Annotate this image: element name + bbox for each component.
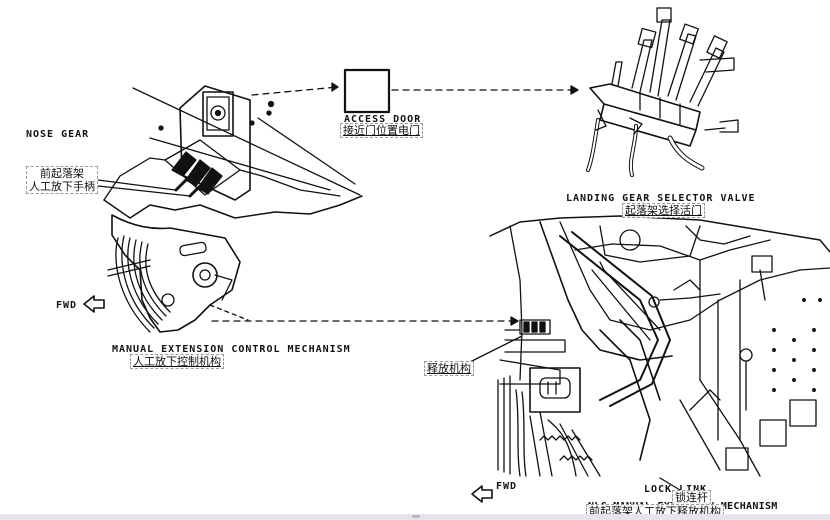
label-fwd: FWD — [496, 481, 518, 492]
label-access-door: ACCESS DOOR — [344, 114, 422, 125]
label-cn-release-mechanism: 释放机构 — [424, 361, 474, 376]
arrow-to-access-door — [251, 82, 339, 96]
label-fwd: FWD — [56, 300, 78, 311]
nlg-mechanism-drawing — [469, 215, 830, 491]
label-cn-selector-valve: 起落架选择活门 — [622, 203, 705, 218]
label-selector-valve: LANDING GEAR SELECTOR VALVE — [566, 193, 756, 204]
label-cn-control-mechanism: 人工放下控制机构 — [130, 354, 224, 369]
label-nose-gear: NOSE GEAR — [26, 129, 90, 140]
label-cn-manual-handle: 前起落架 人工放下手柄 — [26, 166, 98, 194]
fwd-arrow-icon — [471, 485, 493, 503]
access-door-box — [343, 68, 391, 114]
label-cn-lock-link: 锁连杆 — [672, 490, 711, 505]
fwd-arrow-icon — [83, 295, 105, 313]
label-cn-access-door: 接近门位置电门 — [340, 123, 423, 138]
nose-gear-handle-drawing — [97, 85, 363, 333]
label-lock-link: LOCK LINK — [644, 484, 706, 495]
label-manual-extension-control-mechanism: MANUAL EXTENSION CONTROL MECHANISM — [112, 344, 351, 355]
arrow-to-selector-valve — [391, 85, 579, 95]
selector-valve-drawing — [586, 7, 739, 177]
arrow-to-release-mechanism — [211, 316, 519, 326]
bottom-scrollbar[interactable] — [0, 514, 830, 520]
